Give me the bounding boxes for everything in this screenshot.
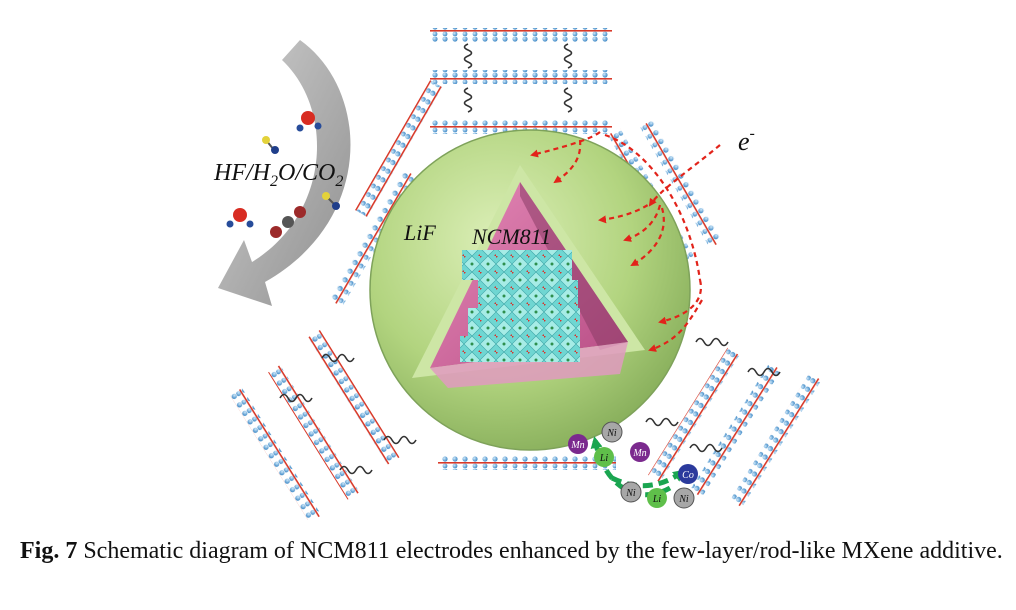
ncm811-particle bbox=[369, 129, 691, 451]
ncm811-mxene-diagram: Ni Mn Li Mn Co Ni Li Ni H bbox=[213, 28, 822, 520]
mxene-stack-bottom bbox=[438, 456, 616, 470]
spring-icon bbox=[279, 353, 417, 475]
mxene-stack-top bbox=[430, 28, 612, 134]
ion-mn: Mn bbox=[630, 442, 650, 462]
ncm811-label: NCM811 bbox=[471, 224, 551, 249]
ion-mn: Mn bbox=[568, 434, 588, 454]
ion-co: Co bbox=[678, 464, 698, 484]
svg-text:Co: Co bbox=[682, 470, 694, 481]
ion-li: Li bbox=[647, 488, 667, 508]
spring-icon bbox=[645, 337, 781, 453]
ion-ni: Ni bbox=[673, 487, 695, 509]
curved-arrow-icon bbox=[218, 40, 351, 306]
ion-li: Li bbox=[594, 447, 614, 467]
water-molecule-icon bbox=[226, 208, 254, 228]
ncm811-lattice bbox=[460, 250, 580, 362]
ion-ni: Ni bbox=[601, 421, 623, 443]
svg-text:Ni: Ni bbox=[606, 428, 617, 439]
electron-arrows bbox=[530, 131, 721, 352]
svg-text:Mn: Mn bbox=[632, 448, 646, 459]
hf-molecule-icon bbox=[322, 192, 340, 210]
svg-text:Li: Li bbox=[599, 453, 609, 464]
figure-caption: Fig. 7 Schematic diagram of NCM811 elect… bbox=[20, 534, 1005, 568]
mxene-stack-lower-left bbox=[230, 329, 417, 520]
gases-label: HF/H2O/CO2 bbox=[213, 160, 343, 190]
svg-text:Ni: Ni bbox=[678, 494, 689, 505]
figure-number: Fig. 7 bbox=[20, 538, 78, 564]
svg-text:Mn: Mn bbox=[570, 440, 584, 451]
svg-text:Ni: Ni bbox=[625, 488, 636, 499]
water-molecule-icon bbox=[296, 111, 322, 132]
hf-molecule-icon bbox=[262, 136, 279, 154]
lif-label: LiF bbox=[403, 220, 436, 245]
electron-label: e- bbox=[738, 125, 755, 156]
mxene-stack-lower-right bbox=[645, 337, 822, 508]
caption-text: Schematic diagram of NCM811 electrodes e… bbox=[77, 538, 1003, 564]
ion-transport: Ni Mn Li Mn Co Ni Li Ni bbox=[568, 421, 698, 509]
ion-ni: Ni bbox=[620, 481, 642, 503]
spring-icon bbox=[463, 43, 573, 113]
svg-text:Li: Li bbox=[652, 494, 662, 505]
gas-molecules bbox=[226, 111, 340, 238]
co2-molecule-icon bbox=[270, 206, 306, 238]
